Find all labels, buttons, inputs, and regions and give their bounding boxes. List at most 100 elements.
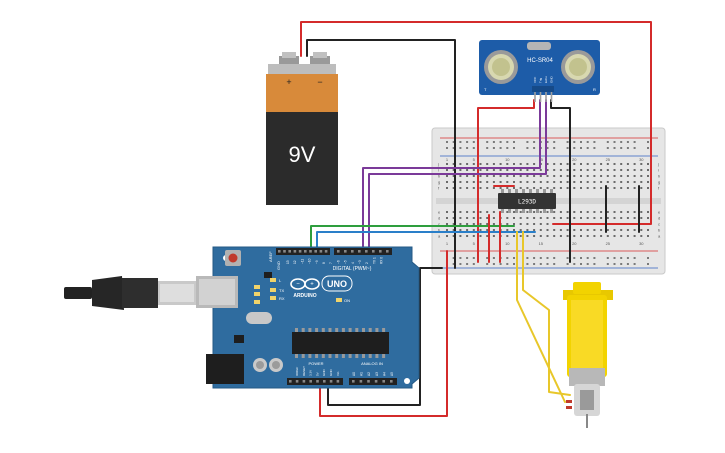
breadboard-hole bbox=[620, 175, 623, 177]
rail-hole bbox=[452, 257, 455, 259]
gnd-label-top: GND bbox=[276, 261, 281, 270]
rail-hole bbox=[613, 141, 616, 143]
rail-hole bbox=[486, 141, 489, 143]
breadboard-column-label: 25 bbox=[606, 241, 611, 246]
breadboard-column-label: 20 bbox=[572, 157, 577, 162]
breadboard-hole bbox=[573, 235, 576, 237]
breadboard-hole bbox=[533, 163, 536, 165]
sensor-pin bbox=[534, 92, 536, 102]
breadboard-hole bbox=[640, 211, 643, 213]
breadboard-hole bbox=[526, 217, 529, 219]
breadboard-hole bbox=[606, 163, 609, 165]
breadboard-hole bbox=[533, 217, 536, 219]
rail-hole bbox=[546, 257, 549, 259]
atmega-pin bbox=[321, 353, 325, 358]
breadboard-hole bbox=[647, 175, 649, 177]
arduino-brand-label: ARDUINO bbox=[293, 293, 316, 299]
breadboard-hole bbox=[626, 211, 629, 213]
rail-hole bbox=[446, 147, 448, 149]
breadboard-hole bbox=[506, 229, 509, 231]
atmega-pin bbox=[301, 353, 305, 358]
breadboard-hole bbox=[640, 181, 643, 183]
breadboard-hole bbox=[452, 211, 455, 213]
rail-hole bbox=[452, 141, 455, 143]
analog-pin-label: A1 bbox=[360, 372, 364, 376]
breadboard-hole bbox=[573, 169, 576, 171]
power-pin-label: Vin bbox=[336, 371, 340, 376]
breadboard-hole bbox=[513, 187, 515, 189]
breadboard-column-label: 5 bbox=[473, 157, 476, 162]
breadboard-hole bbox=[586, 181, 589, 183]
breadboard-hole bbox=[626, 163, 629, 165]
breadboard-hole bbox=[580, 175, 582, 177]
breadboard-hole bbox=[580, 169, 582, 171]
breadboard-hole bbox=[513, 211, 515, 213]
header-hole bbox=[336, 380, 340, 383]
breadboard-column-label: 5 bbox=[473, 241, 476, 246]
chip-pin bbox=[550, 208, 553, 213]
rail-hole bbox=[486, 147, 489, 149]
breadboard-hole bbox=[559, 181, 562, 183]
header-hole bbox=[309, 380, 312, 383]
breadboard-hole bbox=[600, 229, 603, 231]
breadboard-hole bbox=[486, 187, 489, 189]
header-hole bbox=[372, 250, 375, 253]
breadboard-hole bbox=[513, 181, 515, 183]
breadboard-hole bbox=[647, 211, 649, 213]
breadboard-hole bbox=[626, 235, 629, 237]
rail-hole bbox=[586, 257, 589, 259]
rail-hole bbox=[593, 141, 596, 143]
breadboard-hole bbox=[620, 229, 623, 231]
atmega-pin bbox=[382, 328, 386, 333]
breadboard-row-label: c bbox=[658, 222, 660, 227]
breadboard-hole bbox=[539, 235, 542, 237]
breadboard-hole bbox=[452, 187, 455, 189]
breadboard-hole bbox=[539, 217, 542, 219]
rail-hole bbox=[580, 141, 582, 143]
breadboard-row-label: c bbox=[438, 222, 440, 227]
rail-hole bbox=[459, 147, 462, 149]
breadboard-hole bbox=[593, 169, 596, 171]
breadboard-hole bbox=[566, 181, 569, 183]
breadboard-hole bbox=[492, 163, 495, 165]
rail-hole bbox=[492, 147, 495, 149]
rail-hole bbox=[647, 141, 649, 143]
breadboard-hole bbox=[506, 211, 509, 213]
breadboard-hole bbox=[580, 181, 582, 183]
breadboard-hole bbox=[600, 217, 603, 219]
analog-pin-label: A5 bbox=[390, 372, 394, 376]
rx-led-label: RX bbox=[279, 296, 285, 301]
breadboard-hole bbox=[647, 163, 649, 165]
breadboard-hole bbox=[593, 181, 596, 183]
breadboard-hole bbox=[533, 211, 536, 213]
breadboard-hole bbox=[479, 223, 482, 225]
breadboard-hole bbox=[640, 163, 643, 165]
atmega-pin bbox=[328, 353, 332, 358]
analog-header-label: ANALOG IN bbox=[361, 361, 383, 366]
sensor-pin-label: GND bbox=[550, 76, 554, 84]
breadboard-hole bbox=[526, 187, 529, 189]
wire-purple-trig bbox=[362, 99, 541, 249]
aref-label: AREF bbox=[268, 251, 273, 262]
breadboard-hole bbox=[459, 163, 462, 165]
breadboard-row-label: j bbox=[657, 162, 659, 167]
breadboard-hole bbox=[472, 169, 475, 171]
header-hole bbox=[309, 250, 312, 253]
breadboard-hole bbox=[486, 211, 489, 213]
rail-hole bbox=[586, 141, 589, 143]
breadboard-hole bbox=[519, 235, 522, 237]
breadboard-hole bbox=[620, 163, 623, 165]
breadboard-hole bbox=[539, 187, 542, 189]
rail-hole bbox=[472, 141, 475, 143]
sensor-model-label: HC-SR04 bbox=[527, 58, 553, 64]
breadboard-hole bbox=[640, 235, 643, 237]
rail-hole bbox=[472, 147, 475, 149]
breadboard-hole bbox=[559, 217, 562, 219]
tx-led-label: TX bbox=[279, 288, 284, 293]
chip-pin bbox=[543, 208, 546, 213]
